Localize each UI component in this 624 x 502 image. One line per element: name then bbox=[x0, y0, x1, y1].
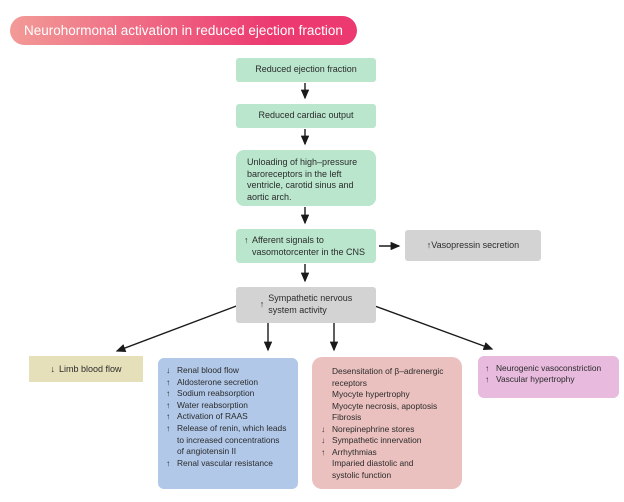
list-item-text: Renal blood flow bbox=[177, 365, 239, 375]
list-item: ↓ Renal blood flow bbox=[166, 365, 294, 377]
node-reduced-cardiac-output: Reduced cardiac output bbox=[236, 104, 376, 128]
up-arrow-glyph: ↑ bbox=[485, 374, 490, 384]
node-reduced-ejection-fraction: Reduced ejection fraction bbox=[236, 58, 376, 82]
list-item-text: Norepinephrine stores bbox=[332, 423, 415, 434]
list-item-text: Renal vascular resistance bbox=[177, 457, 273, 468]
list-item: ↑ Release of renin, which leads to increa… bbox=[166, 423, 294, 458]
node-vasopressin-secretion: ↑ Vasopressin secretion bbox=[405, 230, 541, 261]
up-arrow-glyph: ↑ bbox=[321, 446, 326, 457]
node-label: Sympathetic nervous system activity bbox=[268, 293, 353, 315]
list-item: ↓ Sympathetic innervation bbox=[321, 435, 458, 447]
arrow-sympathetic-to-vascular bbox=[371, 304, 494, 351]
list-item-text: Sodium reabsorption bbox=[177, 388, 255, 399]
list-item-text: Arrhythmias bbox=[332, 446, 377, 457]
down-arrow-glyph: ↓ bbox=[50, 363, 55, 374]
up-arrow-glyph: ↑ bbox=[259, 299, 265, 310]
list-item: Myocyte hypertrophy bbox=[321, 389, 458, 401]
list-item-text: Release of renin, which leads to increas… bbox=[177, 422, 287, 457]
node-label: Afferent signals to vasomotorcenter in t… bbox=[252, 235, 366, 257]
up-arrow-glyph: ↑ bbox=[166, 376, 171, 387]
node-label: Reduced ejection fraction bbox=[255, 64, 357, 75]
list-item: Fibrosis bbox=[321, 412, 458, 424]
node-sympathetic-activity: ↑ Sympathetic nervous system activity bbox=[236, 287, 376, 323]
node-baroreceptor-unloading: Unloading of high–pressure baroreceptors… bbox=[236, 150, 376, 206]
list-item-text: Neurogenic vasoconstriction bbox=[496, 363, 602, 373]
page-title: Neurohormonal activation in reduced ejec… bbox=[10, 16, 357, 45]
list-item: Myocyte necrosis, apoptosis bbox=[321, 401, 458, 413]
up-arrow-glyph: ↑ bbox=[485, 363, 490, 373]
list-item: ↑ Arrhythmias bbox=[321, 447, 458, 459]
up-arrow-glyph: ↑ bbox=[166, 457, 171, 468]
up-arrow-glyph: ↑ bbox=[166, 399, 171, 410]
list-item-text: Myocyte hypertrophy bbox=[332, 389, 410, 399]
list-item-text: Imparied diastolic and systolic function bbox=[332, 458, 414, 480]
list-item-text: Desensitation of β–adrenergic receptors bbox=[332, 366, 444, 388]
up-arrow-glyph: ↑ bbox=[426, 239, 432, 250]
node-limb-blood-flow: ↓ Limb blood flow bbox=[29, 356, 143, 382]
list-item: ↑ Aldosterone secretion bbox=[166, 377, 294, 389]
node-vascular-effects: ↑ Neurogenic vasoconstriction ↑ Vascular hy… bbox=[478, 356, 619, 398]
list-item-text: Aldosterone secretion bbox=[177, 376, 259, 387]
down-arrow-glyph: ↓ bbox=[321, 435, 326, 445]
list-item: Desensitation of β–adrenergic receptors bbox=[321, 366, 458, 389]
node-label: Reduced cardiac output bbox=[258, 110, 354, 121]
list-item-text: Vascular hypertrophy bbox=[496, 374, 575, 384]
list-item: Imparied diastolic and systolic function bbox=[321, 458, 458, 481]
down-arrow-glyph: ↓ bbox=[321, 423, 326, 434]
list-item: ↓ Norepinephrine stores bbox=[321, 424, 458, 436]
up-arrow-glyph: ↑ bbox=[166, 388, 171, 399]
node-afferent-signals: ↑ Afferent signals to vasomotorcenter in… bbox=[236, 229, 376, 263]
node-renal-effects: ↓Renal blood flow↑Aldosterone secretion↑… bbox=[158, 358, 298, 489]
node-label: Limb blood flow bbox=[58, 363, 122, 374]
list-item-text: Water reabsorption bbox=[177, 399, 248, 410]
list-item: ↑ Water reabsorption bbox=[166, 400, 294, 412]
list-item: ↑ Vascular hypertrophy bbox=[485, 374, 615, 385]
list-item: ↑ Sodium reabsorption bbox=[166, 388, 294, 400]
list-item-text: Activation of RAAS bbox=[177, 411, 248, 422]
up-arrow-glyph: ↑ bbox=[166, 422, 171, 433]
up-arrow-glyph: ↑ bbox=[244, 235, 249, 245]
arrow-sympathetic-to-limb bbox=[115, 304, 240, 352]
list-item-text: Fibrosis bbox=[332, 412, 362, 422]
down-arrow-glyph: ↓ bbox=[166, 365, 171, 375]
list-item: ↑ Activation of RAAS bbox=[166, 411, 294, 423]
list-item-text: Myocyte necrosis, apoptosis bbox=[332, 400, 438, 411]
up-arrow-glyph: ↑ bbox=[166, 411, 171, 422]
node-label: Unloading of high–pressure baroreceptors… bbox=[247, 157, 358, 203]
list-item: ↑ Renal vascular resistance bbox=[166, 458, 294, 470]
list-item-text: Sympathetic innervation bbox=[332, 435, 422, 445]
node-label: Vasopressin secretion bbox=[431, 239, 520, 250]
list-item: ↑ Neurogenic vasoconstriction bbox=[485, 363, 615, 374]
